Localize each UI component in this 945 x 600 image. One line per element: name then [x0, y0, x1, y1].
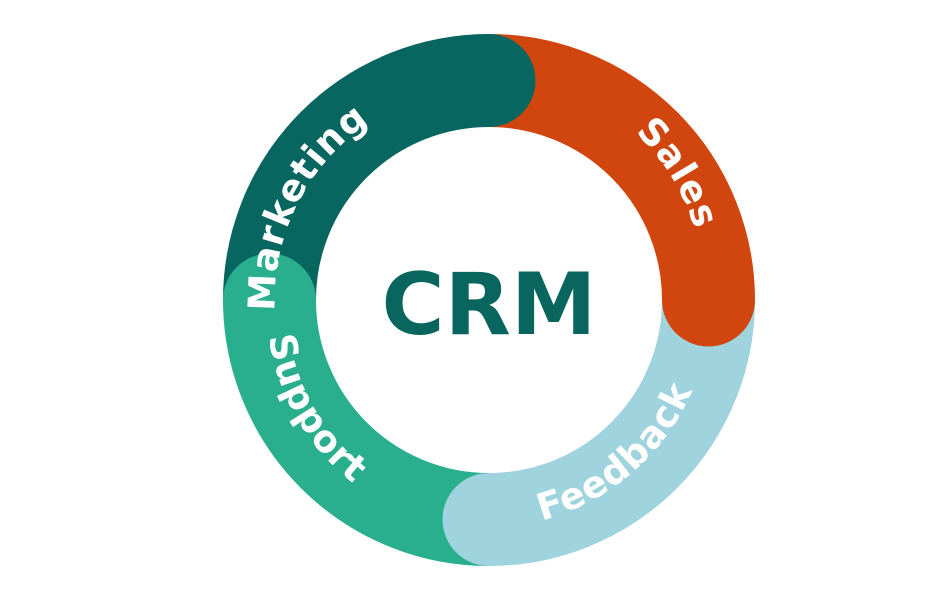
- segment-feedback: [488, 299, 755, 566]
- cap-support: [223, 253, 316, 347]
- cap-marketing: [442, 34, 536, 127]
- crm-ring: [223, 34, 755, 566]
- segment-marketing: [223, 34, 490, 301]
- segment-sales: [488, 34, 755, 301]
- center-title: CRM: [382, 255, 597, 355]
- cap-feedback: [442, 473, 536, 566]
- segment-support: [223, 299, 490, 566]
- cap-sales: [662, 253, 755, 347]
